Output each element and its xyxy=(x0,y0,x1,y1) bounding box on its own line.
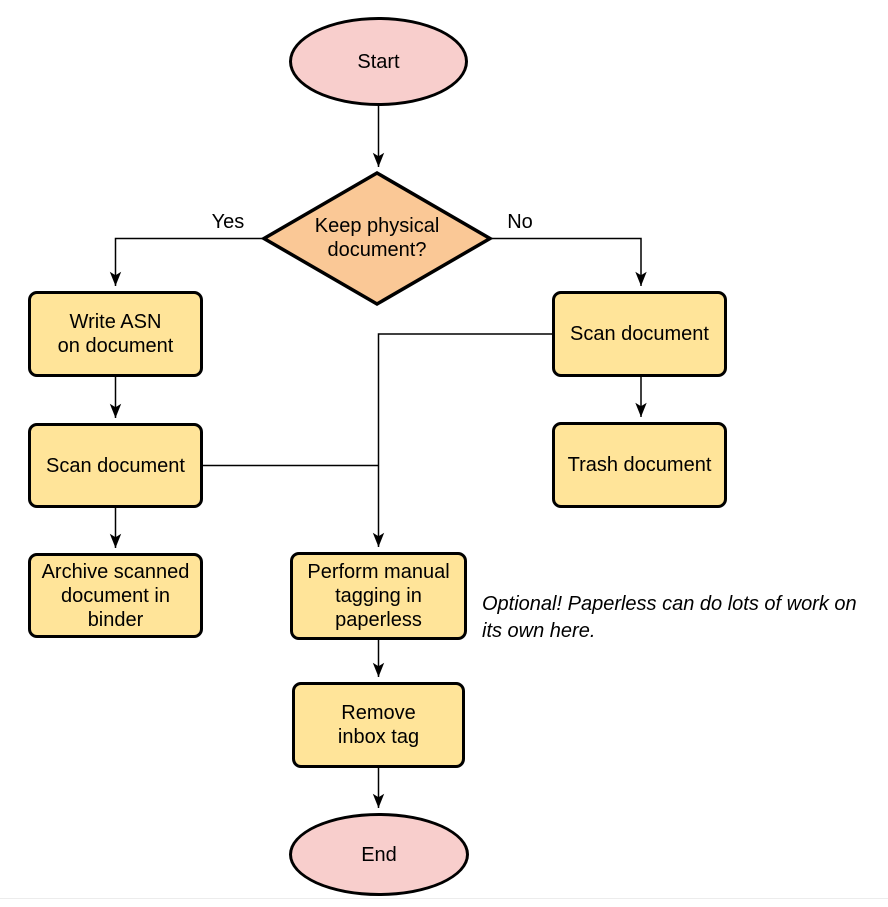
decision-node-label: Keep physical document? xyxy=(314,215,440,261)
end-node-label: End xyxy=(361,843,397,866)
process-scan-document-right: Scan document xyxy=(552,291,727,377)
archive-label: Archive scanned document in binder xyxy=(41,560,190,631)
decision-keep-physical-document: Keep physical document? xyxy=(264,172,490,304)
scan-document-right-label: Scan document xyxy=(570,323,709,345)
manual-tagging-label: Perform manual tagging in paperless xyxy=(307,561,450,631)
remove-inbox-tag-label: Remove inbox tag xyxy=(337,702,420,748)
process-archive-scanned-document: Archive scanned document in binder xyxy=(28,553,203,638)
process-scan-document-left: Scan document xyxy=(28,423,203,508)
canvas-bottom-border xyxy=(0,898,888,899)
process-remove-inbox-tag: Remove inbox tag xyxy=(292,682,465,768)
connector-decision-yes-to-write-asn xyxy=(109,237,264,286)
edge-label-yes: Yes xyxy=(211,211,245,233)
write-asn-label: Write ASN on document xyxy=(57,311,174,357)
end-node: End xyxy=(289,813,469,896)
scan-document-left-label: Scan document xyxy=(46,454,185,477)
process-manual-tagging: Perform manual tagging in paperless xyxy=(290,552,467,640)
edge-label-no: No xyxy=(507,211,533,233)
trash-document-label: Trash document xyxy=(567,454,712,476)
start-node: Start xyxy=(289,17,468,106)
connector-scan-right-to-tagging xyxy=(372,333,552,547)
process-trash-document: Trash document xyxy=(552,422,727,508)
optional-annotation: Optional! Paperless can do lots of work … xyxy=(482,593,857,642)
start-node-label: Start xyxy=(357,50,400,73)
connector-decision-no-to-scan-right xyxy=(490,237,647,286)
process-write-asn-on-document: Write ASN on document xyxy=(28,291,203,377)
